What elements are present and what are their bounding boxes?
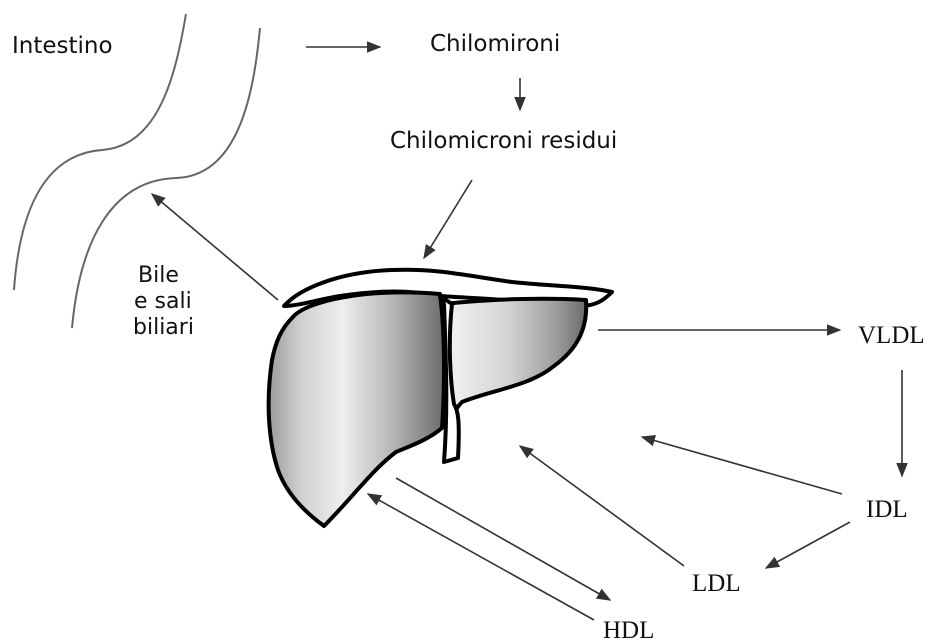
arrow-residui-to-liver bbox=[424, 180, 472, 258]
label-ldl: LDL bbox=[692, 570, 741, 597]
label-chilomironi: Chilomironi bbox=[430, 31, 560, 57]
label-chilomicroni-residui: Chilomicroni residui bbox=[390, 128, 617, 154]
intestine-icon bbox=[14, 14, 260, 328]
label-bile-line2: e sali bbox=[134, 289, 192, 314]
arrow-idl-to-liver bbox=[642, 437, 842, 494]
label-idl: IDL bbox=[866, 496, 908, 523]
arrow-hdl-to-liver bbox=[368, 494, 594, 620]
label-hdl: HDL bbox=[603, 617, 654, 642]
label-bile-line1: Bile bbox=[138, 263, 179, 288]
arrow-idl-to-ldl bbox=[766, 522, 850, 568]
label-bile-line3: biliari bbox=[133, 315, 194, 340]
liver-icon bbox=[269, 270, 612, 526]
arrow-ldl-to-liver bbox=[520, 446, 684, 566]
liver-right-lobe bbox=[444, 299, 586, 420]
label-vldl: VLDL bbox=[858, 322, 925, 349]
label-intestino: Intestino bbox=[12, 33, 113, 59]
arrow-liver-to-hdl bbox=[396, 478, 610, 600]
